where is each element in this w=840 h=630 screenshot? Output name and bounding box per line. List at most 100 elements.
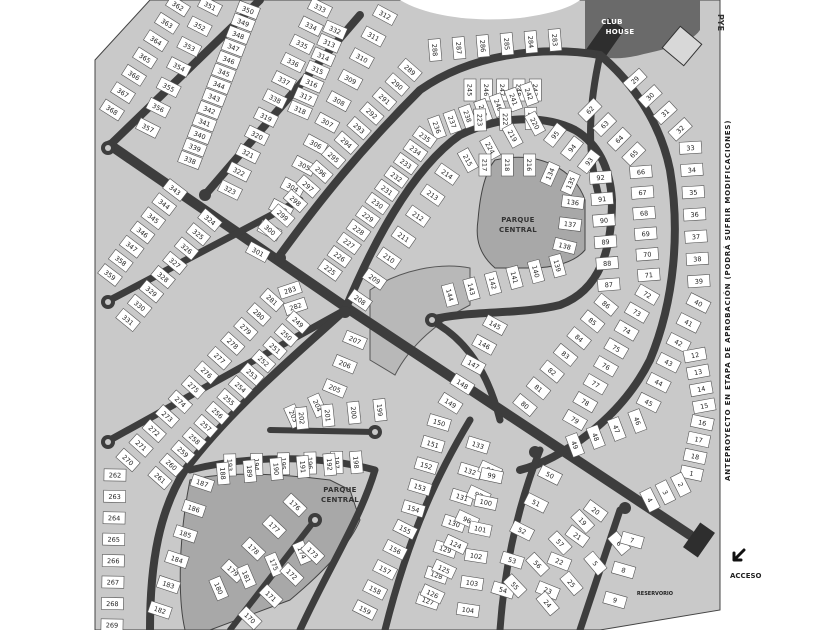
lot[interactable]: 171: [258, 583, 284, 609]
lot[interactable]: 294: [333, 130, 360, 155]
lot[interactable]: 315: [304, 59, 331, 81]
lot[interactable]: 234: [402, 138, 429, 163]
lot[interactable]: 187: [189, 473, 216, 493]
lot[interactable]: 220: [524, 110, 546, 137]
lot[interactable]: 31: [652, 100, 678, 126]
lot[interactable]: 176: [282, 492, 308, 518]
lot[interactable]: 324: [197, 207, 223, 233]
lot[interactable]: 56: [525, 551, 550, 577]
lot[interactable]: 210: [376, 246, 402, 270]
lot[interactable]: 223: [473, 108, 487, 132]
lot[interactable]: 333: [307, 0, 333, 19]
lot[interactable]: 170: [237, 605, 263, 630]
lot[interactable]: 189: [242, 459, 257, 483]
lot[interactable]: 64: [606, 126, 632, 152]
lot[interactable]: 7: [619, 530, 645, 550]
lot[interactable]: 180: [208, 575, 229, 602]
lot[interactable]: 348: [225, 25, 252, 45]
lot[interactable]: 83: [552, 342, 579, 367]
lot[interactable]: 312: [372, 4, 398, 26]
lot[interactable]: 317: [292, 86, 319, 107]
lot[interactable]: 13: [685, 363, 711, 381]
lot[interactable]: 211: [390, 225, 417, 249]
lot[interactable]: 236: [427, 114, 447, 141]
lot[interactable]: 269: [100, 618, 124, 630]
lot[interactable]: 343: [201, 87, 228, 108]
lot[interactable]: 39: [687, 274, 711, 289]
lot[interactable]: 345: [210, 62, 237, 83]
lot[interactable]: 230: [364, 191, 391, 216]
lot[interactable]: 87: [597, 277, 621, 292]
lot[interactable]: 20: [582, 499, 609, 523]
lot[interactable]: 76: [593, 355, 619, 378]
lot[interactable]: 89: [593, 234, 618, 249]
lot[interactable]: 251: [262, 335, 288, 361]
lot[interactable]: 268: [100, 597, 124, 611]
lot[interactable]: 292: [359, 101, 385, 126]
lot[interactable]: 94: [560, 135, 584, 161]
lot[interactable]: 265: [102, 532, 126, 546]
lot[interactable]: 38: [685, 251, 710, 266]
lot[interactable]: 73: [623, 301, 650, 324]
lot[interactable]: 175: [263, 551, 285, 578]
lot[interactable]: 282: [282, 296, 309, 316]
lot[interactable]: 70: [635, 247, 660, 262]
lot[interactable]: 55: [502, 573, 528, 599]
lot[interactable]: 68: [632, 205, 656, 221]
lot[interactable]: 225: [317, 258, 343, 282]
lot[interactable]: 338: [262, 88, 288, 110]
lot[interactable]: 125: [431, 558, 458, 580]
lot[interactable]: 124: [442, 533, 469, 555]
lot[interactable]: 136: [560, 194, 585, 210]
lot[interactable]: 257: [193, 413, 219, 439]
lot[interactable]: 229: [355, 205, 381, 229]
lot[interactable]: 266: [101, 554, 125, 568]
lot[interactable]: 326: [173, 236, 200, 261]
lot[interactable]: 154: [400, 499, 427, 518]
lot[interactable]: 74: [613, 319, 640, 342]
lot[interactable]: 49: [565, 432, 585, 458]
lot[interactable]: 347: [220, 37, 247, 58]
lot[interactable]: 41: [675, 312, 702, 334]
lot[interactable]: 328: [150, 265, 176, 290]
lot[interactable]: 104: [455, 602, 481, 618]
lot[interactable]: 69: [633, 226, 658, 241]
lot[interactable]: 100: [473, 493, 499, 511]
lot[interactable]: 33: [678, 140, 703, 155]
lot[interactable]: 298: [282, 188, 309, 214]
lot[interactable]: 279: [233, 316, 259, 342]
lot[interactable]: 341: [191, 112, 218, 133]
lot[interactable]: 141: [505, 264, 524, 290]
lot[interactable]: 313: [316, 33, 343, 54]
lot[interactable]: 238: [457, 103, 478, 130]
lot[interactable]: 307: [314, 111, 341, 134]
lot[interactable]: 151: [420, 434, 446, 454]
lot[interactable]: 245: [463, 78, 477, 102]
lot[interactable]: 352: [186, 15, 213, 38]
lot[interactable]: 47: [606, 416, 627, 442]
lot[interactable]: 37: [684, 229, 708, 244]
lot[interactable]: 102: [463, 548, 489, 564]
lot[interactable]: 149: [437, 391, 464, 415]
lot[interactable]: 186: [181, 498, 207, 519]
lot[interactable]: 12: [682, 346, 708, 364]
lot[interactable]: 356: [145, 96, 172, 119]
lot[interactable]: 215: [456, 147, 479, 174]
lot[interactable]: 264: [102, 511, 126, 525]
lot[interactable]: 183: [155, 575, 182, 595]
lot[interactable]: 278: [220, 331, 246, 356]
lot[interactable]: 329: [138, 279, 165, 304]
lot[interactable]: 72: [634, 283, 661, 306]
lot[interactable]: 131: [449, 487, 475, 507]
lot[interactable]: 222: [498, 107, 513, 131]
lot[interactable]: 138: [552, 237, 578, 255]
lot[interactable]: 80: [512, 392, 538, 418]
lot[interactable]: 365: [132, 46, 158, 70]
lot[interactable]: 17: [686, 430, 712, 449]
lot[interactable]: 300: [257, 217, 283, 243]
lot[interactable]: 214: [434, 162, 460, 186]
lot[interactable]: 235: [412, 125, 438, 149]
lot[interactable]: 142: [483, 270, 503, 296]
lot[interactable]: 212: [405, 204, 431, 228]
lot[interactable]: 233: [393, 152, 419, 176]
